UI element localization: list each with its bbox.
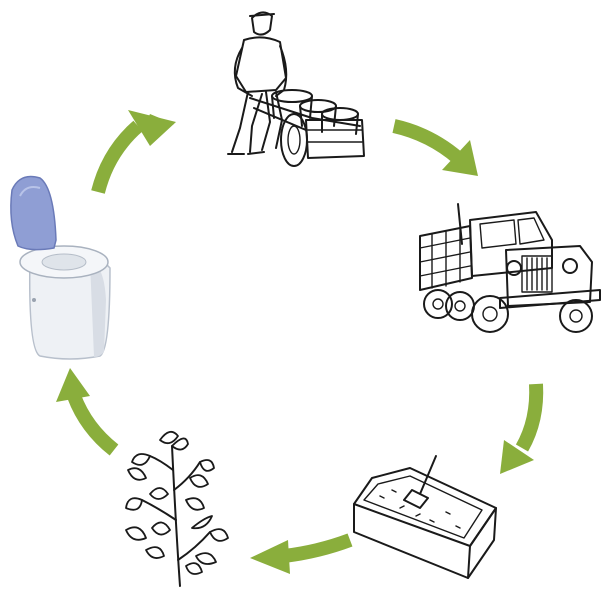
arrow-cart-to-truck [394,126,478,176]
truck-icon [420,204,600,332]
composting-toilet-icon [11,177,110,360]
compost-bin-icon [354,456,496,578]
worker-with-cart-icon [228,12,364,166]
arrow-plant-to-toilet [56,368,114,450]
arrow-toilet-to-cart [98,110,176,192]
plant-icon [126,432,228,586]
arrow-truck-to-compost [500,384,536,474]
arrow-compost-to-plant [250,540,350,574]
